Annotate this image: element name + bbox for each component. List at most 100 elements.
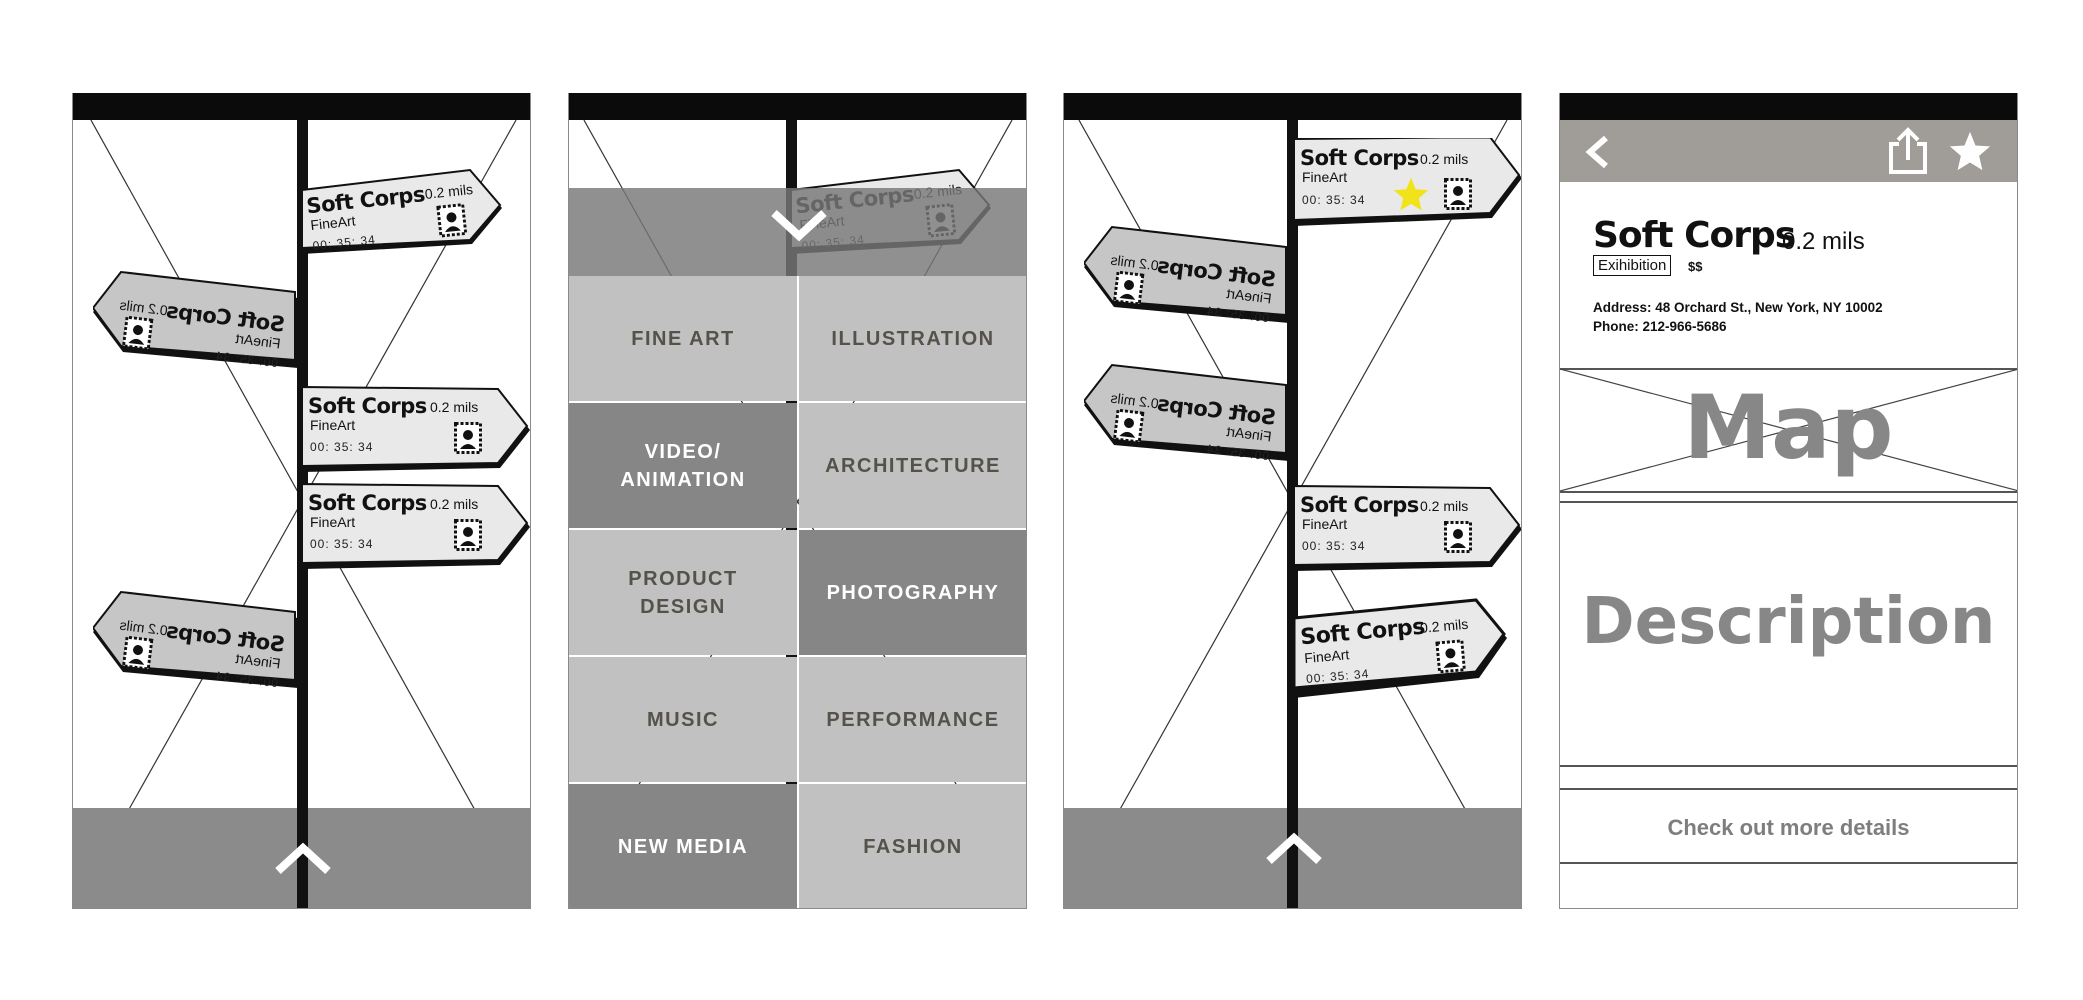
screen-venue-detail: Soft Corps 0.2 mils Exihibition $$ Addre… (1559, 93, 2018, 909)
sign-card[interactable]: Soft Corps 0.2 mils FineArt 00: 35: 34 (1294, 485, 1521, 575)
sign-distance: 0.2 mils (424, 181, 474, 202)
venue-type-tag: Exihibition (1593, 255, 1672, 276)
sign-category: FineArt (1303, 646, 1350, 667)
sign-time: 00: 35: 34 (310, 537, 374, 551)
sign-name: Soft Corps (305, 182, 426, 219)
sign-category: FineArt (1302, 516, 1348, 532)
category-fine-art[interactable]: FINE ART (569, 276, 797, 401)
sign-name: Soft Corps (1300, 146, 1419, 170)
sign-card-favorited[interactable]: Soft Corps 0.2 mils FineArt 00: 35: 34 (1294, 138, 1521, 233)
sign-name: Soft Corps (308, 394, 427, 418)
more-details-link[interactable]: Check out more details (1667, 815, 1910, 840)
portrait-frame-icon (1444, 521, 1472, 553)
divider (1560, 862, 2017, 864)
divider (1560, 501, 2017, 503)
sign-distance: 0.2 mils (1420, 498, 1469, 514)
sign-category: FineArt (309, 212, 357, 234)
category-architecture[interactable]: ARCHITECTURE (799, 403, 1026, 528)
detail-toolbar (1560, 120, 2017, 182)
sign-time: 00: 35: 34 (1205, 441, 1270, 464)
divider (1560, 788, 2017, 790)
sign-distance: 0.2 mils (1419, 615, 1469, 636)
category-label: MUSIC (647, 708, 719, 731)
category-fashion[interactable]: FASHION (799, 784, 1026, 908)
sign-time: 00: 35: 34 (1305, 666, 1370, 687)
sign-time: 00: 35: 34 (1205, 303, 1270, 326)
sign-distance: 0.2 mils (430, 399, 479, 415)
category-photography[interactable]: PHOTOGRAPHY (799, 530, 1026, 655)
category-new-media[interactable]: NEW MEDIA (569, 784, 797, 908)
venue-distance: 0.2 mils (1782, 228, 1865, 255)
screen-signpost-favorite: Soft Corps 0.2 mils FineArt 00: 35: 34 S… (1063, 93, 1522, 909)
sign-time: 00: 35: 34 (214, 348, 279, 371)
category-label: ILLUSTRATION (831, 327, 995, 350)
divider (1560, 491, 2017, 493)
category-label: FASHION (863, 835, 963, 858)
category-label-line: ANIMATION (620, 468, 746, 491)
venue-phone: Phone: 212-966-5686 (1593, 319, 1727, 334)
divider (1560, 765, 2017, 767)
category-illustration[interactable]: ILLUSTRATION (799, 276, 1026, 401)
chevron-down-icon[interactable] (769, 205, 829, 245)
sign-category: FineArt (1302, 169, 1348, 185)
sign-card[interactable]: Soft Corps 0.2 mils FineArt 00: 35: 34 (1084, 223, 1289, 338)
status-bar (569, 93, 1026, 120)
sign-name: Soft Corps (1299, 614, 1426, 651)
status-bar (1560, 93, 2017, 120)
portrait-frame-icon (121, 635, 154, 671)
sign-card[interactable]: Soft Corps 0.2 mils FineArt 00: 35: 34 (302, 386, 530, 476)
category-music[interactable]: MUSIC (569, 657, 797, 782)
portrait-frame-icon (1112, 270, 1145, 306)
status-bar (73, 93, 530, 120)
portrait-frame-icon (1112, 408, 1145, 444)
portrait-frame-icon (1435, 639, 1467, 674)
sign-card[interactable]: Soft Corps 0.2 mils FineArt 00: 35: 34 (93, 268, 298, 383)
category-video-animation[interactable]: VIDEO/ANIMATION (569, 403, 797, 528)
screen-signpost-list: Soft Corps 0.2 mils FineArt 00: 35: 34 S… (72, 93, 531, 909)
sign-card[interactable]: Soft Corps 0.2 mils FineArt 00: 35: 34 (302, 168, 502, 273)
venue-contact: Address: 48 Orchard St., New York, NY 10… (1593, 298, 1883, 336)
screen-category-menu: Soft Corps 0.2 mils FineArt 00: 35: 34 F… (568, 93, 1027, 909)
share-icon[interactable] (1885, 126, 1931, 176)
sign-time: 00: 35: 34 (1302, 539, 1366, 553)
description-placeholder: Description (1581, 585, 1996, 659)
portrait-frame-icon (454, 422, 482, 454)
map-placeholder-label: Map (1683, 376, 1894, 479)
status-bar (1064, 93, 1521, 120)
chevron-up-icon[interactable] (1264, 828, 1324, 868)
category-performance[interactable]: PERFORMANCE (799, 657, 1026, 782)
category-label-line: VIDEO/ (644, 440, 722, 463)
sign-distance: 0.2 mils (1420, 151, 1469, 167)
sign-card[interactable]: Soft Corps 0.2 mils FineArt 00: 35: 34 (93, 588, 298, 703)
sign-card[interactable]: Soft Corps 0.2 mils FineArt 00: 35: 34 (1084, 361, 1289, 476)
category-label: PHOTOGRAPHY (826, 581, 1000, 604)
category-label: ARCHITECTURE (825, 454, 1001, 477)
category-label: PERFORMANCE (826, 708, 1000, 731)
portrait-frame-icon (1444, 178, 1472, 210)
sign-name: Soft Corps (1156, 391, 1278, 430)
sign-time: 00: 35: 34 (1302, 193, 1366, 207)
sign-category: FineArt (310, 514, 356, 530)
chevron-up-icon[interactable] (273, 838, 333, 878)
map-placeholder[interactable] (1560, 369, 2018, 491)
star-icon[interactable] (1948, 130, 1992, 172)
category-grid: FINE ART ILLUSTRATION VIDEO/ANIMATION AR… (569, 276, 1026, 908)
sign-name: Soft Corps (165, 298, 287, 337)
back-icon[interactable] (1582, 134, 1612, 170)
category-label: NEW MEDIA (617, 835, 749, 858)
divider (1560, 368, 2017, 370)
sign-card[interactable]: Soft Corps 0.2 mils FineArt 00: 35: 34 (1294, 598, 1509, 713)
venue-address: Address: 48 Orchard St., New York, NY 10… (1593, 300, 1883, 315)
category-label-line: PRODUCT (628, 567, 738, 590)
sign-card[interactable]: Soft Corps 0.2 mils FineArt 00: 35: 34 (302, 483, 530, 573)
sign-name: Soft Corps (1156, 253, 1278, 292)
sign-time: 00: 35: 34 (311, 232, 377, 253)
sign-distance: 0.2 mils (430, 496, 479, 512)
star-icon[interactable] (1392, 176, 1430, 212)
sign-category: FineArt (310, 417, 356, 433)
portrait-frame-icon (121, 315, 154, 351)
sign-name: Soft Corps (165, 618, 287, 657)
portrait-frame-icon (454, 519, 482, 551)
